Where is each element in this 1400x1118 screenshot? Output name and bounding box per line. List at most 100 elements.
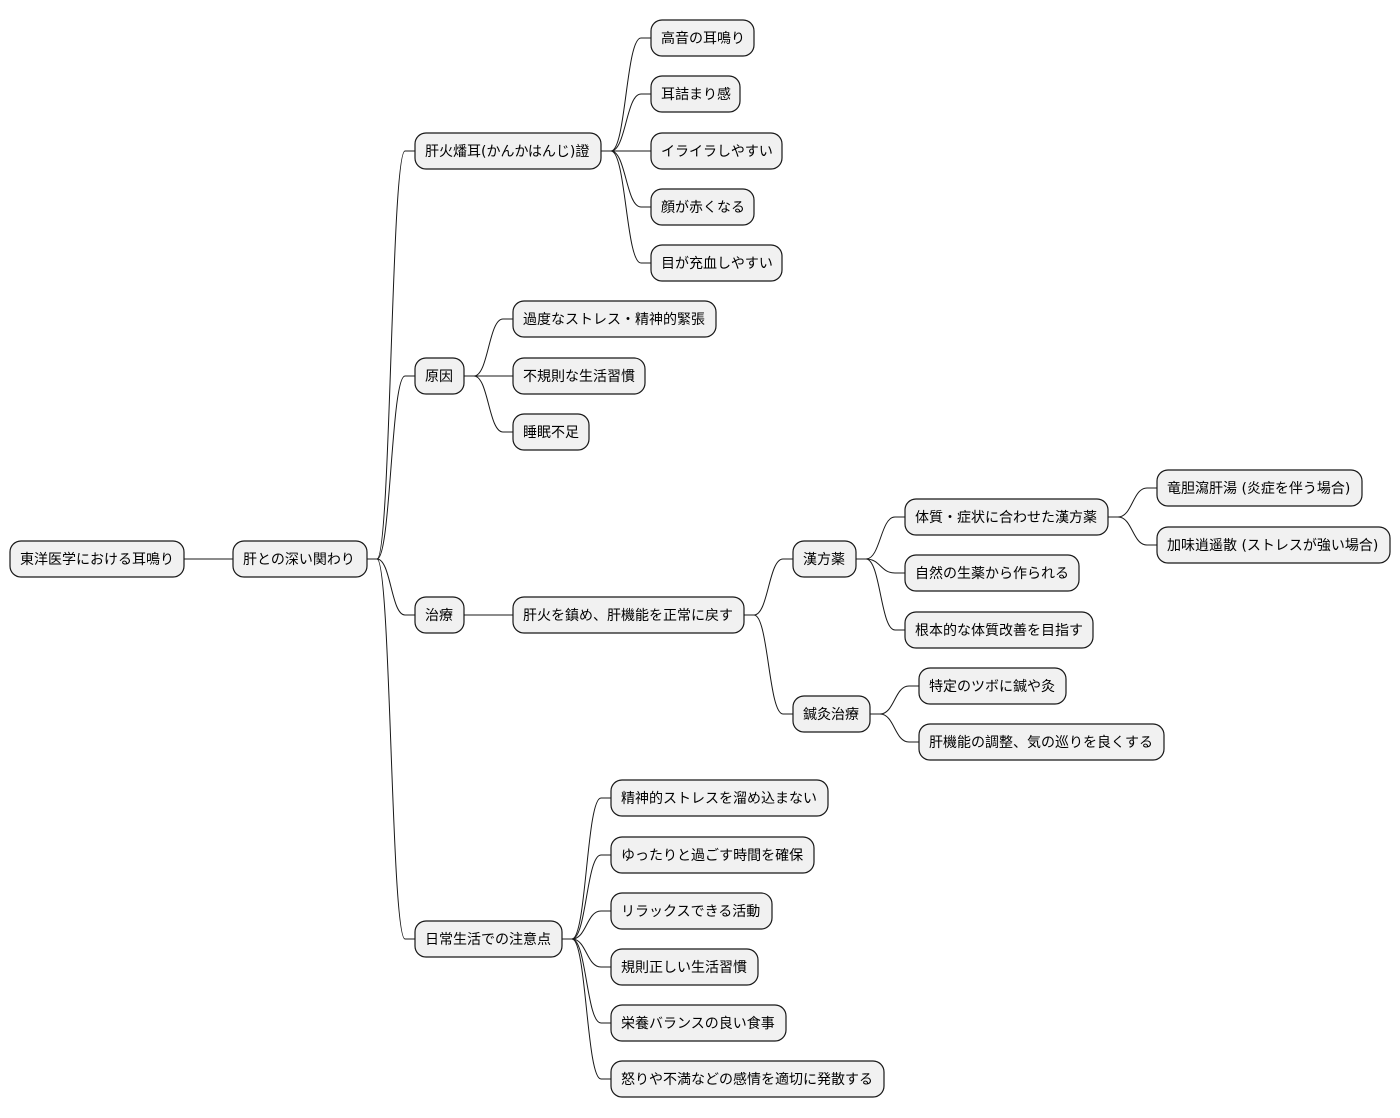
edge-k1-k1b bbox=[1108, 516, 1157, 546]
edge-liver-treat bbox=[367, 558, 415, 616]
node-d6: 怒りや不満などの感情を適切に発散する bbox=[610, 1060, 885, 1098]
node-d5-label: 栄養バランスの良い食事 bbox=[621, 1015, 775, 1032]
edge-liver-daily bbox=[367, 558, 415, 940]
node-d2-label: ゆったりと過ごす時間を確保 bbox=[621, 848, 803, 864]
node-d6-box bbox=[610, 1060, 885, 1098]
node-s3-box bbox=[650, 132, 783, 170]
node-treat: 治療 bbox=[414, 596, 465, 634]
node-k1-box bbox=[904, 498, 1109, 536]
node-s4: 顔が赤くなる bbox=[650, 188, 755, 226]
node-k1: 体質・症状に合わせた漢方薬 bbox=[904, 498, 1109, 536]
node-liver: 肝との深い関わり bbox=[232, 540, 368, 578]
node-d4: 規則正しい生活習慣 bbox=[610, 948, 759, 986]
node-s1: 高音の耳鳴り bbox=[650, 19, 755, 57]
edge-kampo-k3 bbox=[856, 558, 905, 631]
edge-kanka-s5 bbox=[601, 150, 651, 264]
node-k1a-label: 竜胆瀉肝湯 (炎症を伴う場合) bbox=[1167, 480, 1350, 497]
node-s2-box bbox=[650, 75, 741, 113]
node-c2-box bbox=[512, 357, 646, 395]
node-s4-label: 顔が赤くなる bbox=[661, 200, 745, 216]
node-k2-label: 自然の生薬から作られる bbox=[915, 565, 1069, 582]
node-a2-label: 肝機能の調整、気の巡りを良くする bbox=[929, 735, 1153, 751]
edge-layer bbox=[184, 37, 1157, 1080]
node-liver-label: 肝との深い関わり bbox=[243, 552, 355, 568]
node-k1b: 加味逍遥散 (ストレスが強い場合) bbox=[1156, 526, 1391, 564]
edge-daily-d1 bbox=[562, 797, 611, 940]
node-k2: 自然の生薬から作られる bbox=[904, 554, 1080, 592]
node-layer: 東洋医学における耳鳴り 肝との深い関わり 肝火燔耳(かんかはんじ)證 高音の耳鳴り耳詰… bbox=[9, 19, 1391, 1098]
node-cause-box bbox=[414, 357, 465, 395]
node-a2-box bbox=[918, 723, 1165, 761]
node-k3-label: 根本的な体質改善を目指す bbox=[915, 623, 1083, 639]
edge-t1-acu bbox=[744, 614, 793, 715]
edge-cause-c3 bbox=[464, 375, 513, 433]
edge-t1-kampo bbox=[744, 558, 793, 616]
edge-acu-a2 bbox=[870, 713, 919, 743]
node-d2: ゆったりと過ごす時間を確保 bbox=[610, 836, 815, 874]
node-d1: 精神的ストレスを溜め込まない bbox=[610, 779, 829, 817]
node-s1-label: 高音の耳鳴り bbox=[661, 30, 745, 47]
node-t1-box bbox=[512, 596, 745, 634]
node-k2-box bbox=[904, 554, 1080, 592]
node-c2-label: 不規則な生活習慣 bbox=[523, 368, 635, 385]
node-s1-box bbox=[650, 19, 755, 57]
node-c2: 不規則な生活習慣 bbox=[512, 357, 646, 395]
node-kanka-box bbox=[414, 132, 602, 170]
edge-liver-kanka bbox=[367, 150, 415, 560]
node-d1-label: 精神的ストレスを溜め込まない bbox=[621, 791, 817, 807]
node-daily-box bbox=[414, 920, 563, 958]
node-a2: 肝機能の調整、気の巡りを良くする bbox=[918, 723, 1165, 761]
node-d1-box bbox=[610, 779, 829, 817]
node-k1b-label: 加味逍遥散 (ストレスが強い場合) bbox=[1167, 538, 1378, 554]
edge-k1-k1a bbox=[1108, 487, 1157, 518]
node-cause: 原因 bbox=[414, 357, 465, 395]
node-cause-label: 原因 bbox=[425, 369, 453, 385]
node-d3-box bbox=[610, 892, 773, 930]
edge-daily-d2 bbox=[562, 854, 611, 940]
node-s5-box bbox=[650, 244, 783, 282]
edge-daily-d3 bbox=[562, 910, 611, 940]
node-kampo-box bbox=[792, 540, 857, 578]
node-root: 東洋医学における耳鳴り bbox=[9, 540, 185, 578]
node-d3: リラックスできる活動 bbox=[610, 892, 773, 930]
edge-kanka-s2 bbox=[601, 93, 651, 152]
node-c3-box bbox=[512, 413, 590, 451]
node-liver-box bbox=[232, 540, 368, 578]
edge-kampo-k1 bbox=[856, 516, 905, 560]
node-d4-label: 規則正しい生活習慣 bbox=[621, 959, 747, 976]
node-t1: 肝火を鎮め、肝機能を正常に戻す bbox=[512, 596, 745, 634]
edge-kampo-k2 bbox=[856, 558, 905, 574]
node-root-label: 東洋医学における耳鳴り bbox=[20, 552, 174, 568]
node-a1: 特定のツボに鍼や灸 bbox=[918, 667, 1067, 705]
node-kanka-label: 肝火燔耳(かんかはんじ)證 bbox=[425, 143, 589, 160]
node-acu-label: 鍼灸治療 bbox=[803, 706, 859, 723]
node-acu: 鍼灸治療 bbox=[792, 695, 871, 733]
node-c1: 過度なストレス・精神的緊張 bbox=[512, 300, 717, 338]
node-s2-label: 耳詰まり感 bbox=[661, 86, 731, 103]
edge-liver-cause bbox=[367, 375, 415, 560]
node-k3: 根本的な体質改善を目指す bbox=[904, 611, 1094, 649]
edge-daily-d6 bbox=[562, 938, 611, 1080]
edge-daily-d4 bbox=[562, 938, 611, 968]
node-daily-label: 日常生活での注意点 bbox=[425, 931, 551, 948]
node-daily: 日常生活での注意点 bbox=[414, 920, 563, 958]
node-k1a-box bbox=[1156, 469, 1363, 507]
node-a1-box bbox=[918, 667, 1067, 705]
node-k1-label: 体質・症状に合わせた漢方薬 bbox=[915, 510, 1097, 526]
node-treat-box bbox=[414, 596, 465, 634]
node-treat-label: 治療 bbox=[425, 607, 453, 624]
edge-kanka-s1 bbox=[601, 37, 651, 152]
node-c3-label: 睡眠不足 bbox=[523, 425, 579, 441]
node-s3-label: イライラしやすい bbox=[661, 144, 773, 160]
node-acu-box bbox=[792, 695, 871, 733]
node-d6-label: 怒りや不満などの感情を適切に発散する bbox=[621, 1071, 873, 1088]
node-k1b-box bbox=[1156, 526, 1391, 564]
node-d3-label: リラックスできる活動 bbox=[621, 904, 760, 920]
node-d5: 栄養バランスの良い食事 bbox=[610, 1004, 787, 1042]
node-t1-label: 肝火を鎮め、肝機能を正常に戻す bbox=[523, 608, 733, 624]
node-a1-label: 特定のツボに鍼や灸 bbox=[929, 678, 1055, 695]
node-root-box bbox=[9, 540, 185, 578]
edge-cause-c1 bbox=[464, 318, 513, 377]
node-d2-box bbox=[610, 836, 815, 874]
